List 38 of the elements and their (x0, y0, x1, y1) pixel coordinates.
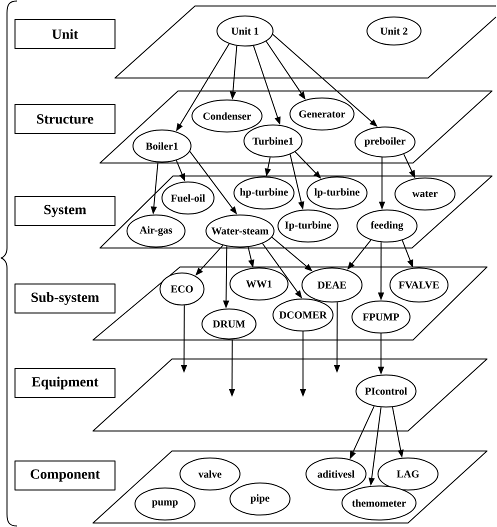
oval-node: PIcontrol (356, 374, 416, 408)
level-label-box: Component (14, 460, 116, 490)
oval-node: Fuel-oil (162, 182, 214, 214)
plane (100, 176, 492, 248)
oval-node: themometer (342, 486, 416, 520)
oval-node: DRUM (202, 308, 256, 340)
level-label-box: Structure (14, 104, 116, 134)
oval-node: WW1 (230, 268, 288, 300)
oval-node: Turbine1 (244, 124, 302, 158)
oval-node: lp-turbine (306, 176, 368, 210)
plane (114, 6, 496, 78)
oval-node: preboiler (354, 126, 416, 158)
level-label-box: Unit (14, 19, 116, 49)
oval-node: Ip-turbine (278, 210, 338, 242)
oval-node: aditivesl (306, 458, 366, 490)
oval-node: water (394, 178, 456, 210)
level-label-box: System (14, 196, 116, 226)
oval-node: feeding (356, 210, 418, 242)
oval-node: Unit 1 (216, 16, 274, 46)
oval-node: hp-turbine (234, 176, 294, 210)
oval-node: DCOMER (272, 298, 334, 332)
oval-node: Air-gas (126, 214, 186, 248)
oval-node: FPUMP (352, 300, 410, 334)
plane (100, 90, 492, 164)
oval-node: pump (134, 488, 196, 520)
oval-node: DEAE (302, 268, 362, 302)
oval-node: Generator (290, 98, 354, 130)
oval-node: valve (180, 458, 240, 490)
oval-node: ECO (160, 272, 204, 306)
oval-node: Water-steam (206, 214, 274, 248)
oval-node: Condenser (192, 100, 262, 132)
oval-node: pipe (230, 482, 290, 516)
oval-node: LAG (378, 458, 438, 490)
oval-node: Unit 2 (366, 16, 422, 46)
level-label-box: Sub-system (14, 284, 116, 314)
oval-node: FVALVE (390, 268, 448, 302)
oval-node: Boiler1 (132, 130, 192, 162)
level-label-box: Equipment (14, 368, 116, 398)
